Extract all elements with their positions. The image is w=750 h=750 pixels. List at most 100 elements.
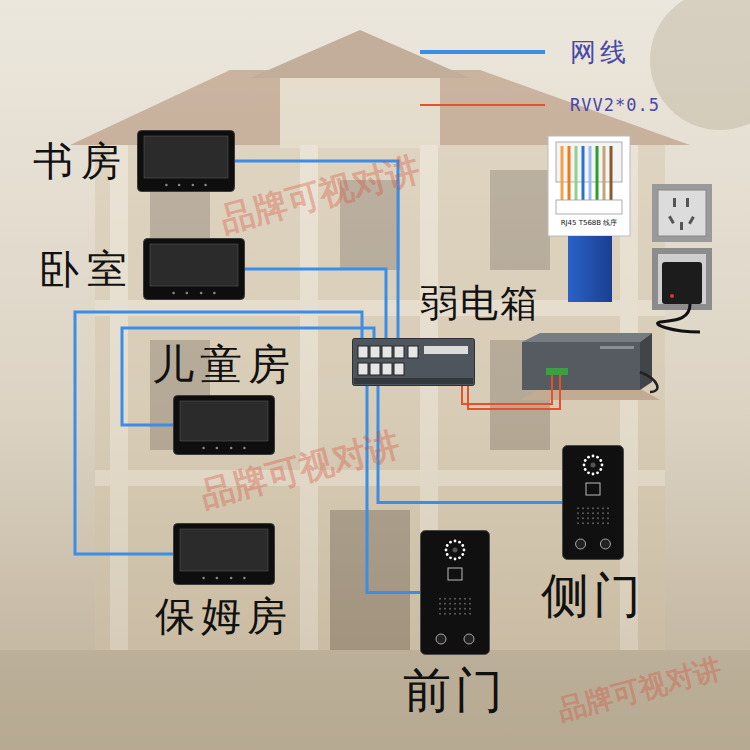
network-port — [408, 346, 418, 358]
speaker-hole — [597, 507, 599, 509]
monitor-bezel — [138, 131, 235, 192]
switch-base — [354, 378, 473, 384]
room-label: 卧室 — [39, 246, 135, 292]
camera-led — [461, 553, 464, 556]
speaker-hole — [469, 608, 471, 610]
card-icon — [448, 568, 462, 580]
villa-illustration — [95, 300, 665, 316]
power-wire — [468, 375, 560, 409]
speaker-hole — [464, 613, 466, 615]
wall-socket — [658, 190, 706, 236]
network-port — [394, 346, 404, 358]
monitor-button — [243, 577, 246, 580]
speaker-hole — [587, 512, 589, 514]
speaker-hole — [464, 608, 466, 610]
speaker-hole — [592, 517, 594, 519]
monitor-node: 儿童房 — [173, 395, 275, 455]
monitor-button — [243, 447, 246, 450]
monitor-button — [204, 184, 207, 187]
monitor-outline — [173, 523, 275, 585]
door-node: 侧门 — [562, 445, 624, 560]
switch-label-strip — [424, 346, 468, 354]
network-port — [370, 346, 380, 358]
power-adapter — [662, 262, 702, 304]
speaker-hole — [582, 507, 584, 509]
monitor-outline — [137, 130, 235, 192]
camera-lens — [453, 548, 458, 553]
monitor-bezel — [174, 396, 275, 455]
power-adapter — [658, 304, 700, 332]
network-port — [358, 363, 368, 375]
switch-node: 弱电箱 — [352, 338, 475, 386]
speaker-hole — [587, 517, 589, 519]
monitor-button — [230, 447, 233, 450]
speaker-hole — [454, 608, 456, 610]
monitor-button — [216, 577, 219, 580]
villa-illustration — [300, 145, 318, 655]
monitor-button — [202, 577, 205, 580]
monitor-outline — [143, 238, 245, 300]
room-label: 书房 — [33, 138, 129, 184]
speaker-hole — [597, 517, 599, 519]
door-node: 前门 — [420, 530, 490, 655]
network-cable — [367, 386, 420, 593]
camera-led — [458, 556, 461, 559]
camera-lens — [591, 463, 596, 468]
speaker-hole — [607, 507, 609, 509]
speaker-hole — [602, 517, 604, 519]
speaker-hole — [439, 603, 441, 605]
speaker-hole — [577, 522, 579, 524]
speaker-hole — [577, 512, 579, 514]
power-wire — [462, 375, 560, 409]
speaker-hole — [449, 613, 451, 615]
camera-led — [584, 468, 587, 471]
rj45-picture — [568, 146, 571, 200]
legend-line-sample — [420, 104, 545, 106]
monitor-button — [216, 447, 219, 450]
rj45-picture — [610, 146, 613, 200]
villa-illustration — [330, 510, 410, 650]
monitor-outline — [173, 395, 275, 455]
rj45-picture — [582, 146, 585, 200]
power-supply — [522, 333, 657, 392]
speaker-hole — [582, 512, 584, 514]
monitor-screen — [180, 401, 268, 441]
speaker-hole — [577, 517, 579, 519]
speaker-hole — [577, 507, 579, 509]
power-adapter — [670, 294, 674, 298]
network-port — [382, 346, 392, 358]
camera-led — [584, 459, 587, 462]
rj45-picture — [589, 146, 592, 200]
monitor-button — [192, 184, 195, 187]
power-adapter — [658, 254, 706, 304]
room-label: 儿童房 — [152, 341, 296, 389]
camera-led — [587, 456, 590, 459]
speaker-hole — [592, 507, 594, 509]
rj45-picture — [568, 236, 612, 302]
monitor-button — [200, 292, 203, 295]
speaker-hole — [582, 522, 584, 524]
monitor-node: 书房 — [137, 130, 235, 192]
monitor-button — [230, 577, 233, 580]
legend-line-sample — [420, 50, 545, 54]
watermark: 品牌可视对讲 — [555, 653, 725, 726]
card-icon — [586, 483, 600, 495]
speaker-hole — [469, 603, 471, 605]
speaker-hole — [444, 608, 446, 610]
room-label: 弱电箱 — [420, 282, 540, 326]
camera-led — [449, 541, 452, 544]
watermark: 品牌可视对讲 — [217, 151, 424, 240]
camera-led — [461, 544, 464, 547]
monitor-button — [178, 184, 181, 187]
rj45-picture — [596, 146, 599, 200]
door-station-outline — [420, 530, 490, 655]
wall-socket — [688, 216, 695, 224]
network-cable — [75, 312, 362, 554]
camera-led — [599, 468, 602, 471]
speaker-hole — [602, 522, 604, 524]
call-button — [436, 634, 446, 644]
call-button — [576, 539, 586, 549]
